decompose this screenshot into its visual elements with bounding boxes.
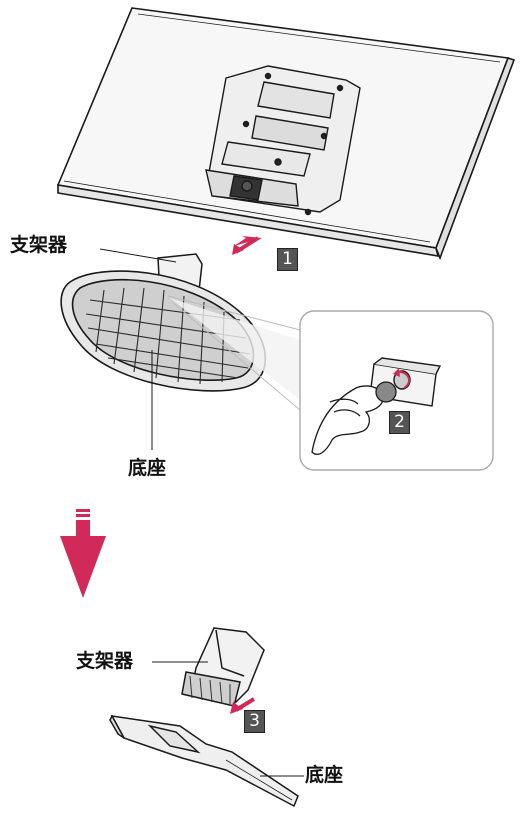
- step1-badge: 1: [277, 248, 298, 271]
- step3-badge: 3: [244, 710, 265, 733]
- zoom-hand-with-screw: [311, 381, 397, 455]
- label-stand-body-bottom: 支架器: [76, 650, 134, 672]
- rotate-arrow-icon: [393, 368, 411, 389]
- leader-stand-body-top: [99, 248, 177, 263]
- stand-base-bottom: [109, 714, 299, 808]
- step2-badge: 2: [389, 411, 410, 434]
- stand-base-top: [60, 270, 267, 392]
- step3-arrow-icon: [230, 697, 256, 714]
- label-stand-base-top: 底座: [128, 457, 167, 479]
- stand-body-bottom: [181, 627, 265, 707]
- label-stand-base-bottom: 底座: [305, 764, 344, 786]
- step1-arrow-icon: [232, 236, 262, 255]
- big-down-arrow-icon: [60, 509, 106, 598]
- label-stand-body-top: 支架器: [10, 234, 68, 256]
- monitor-back-bracket: [205, 65, 361, 216]
- zoom-stand-part: [369, 357, 442, 407]
